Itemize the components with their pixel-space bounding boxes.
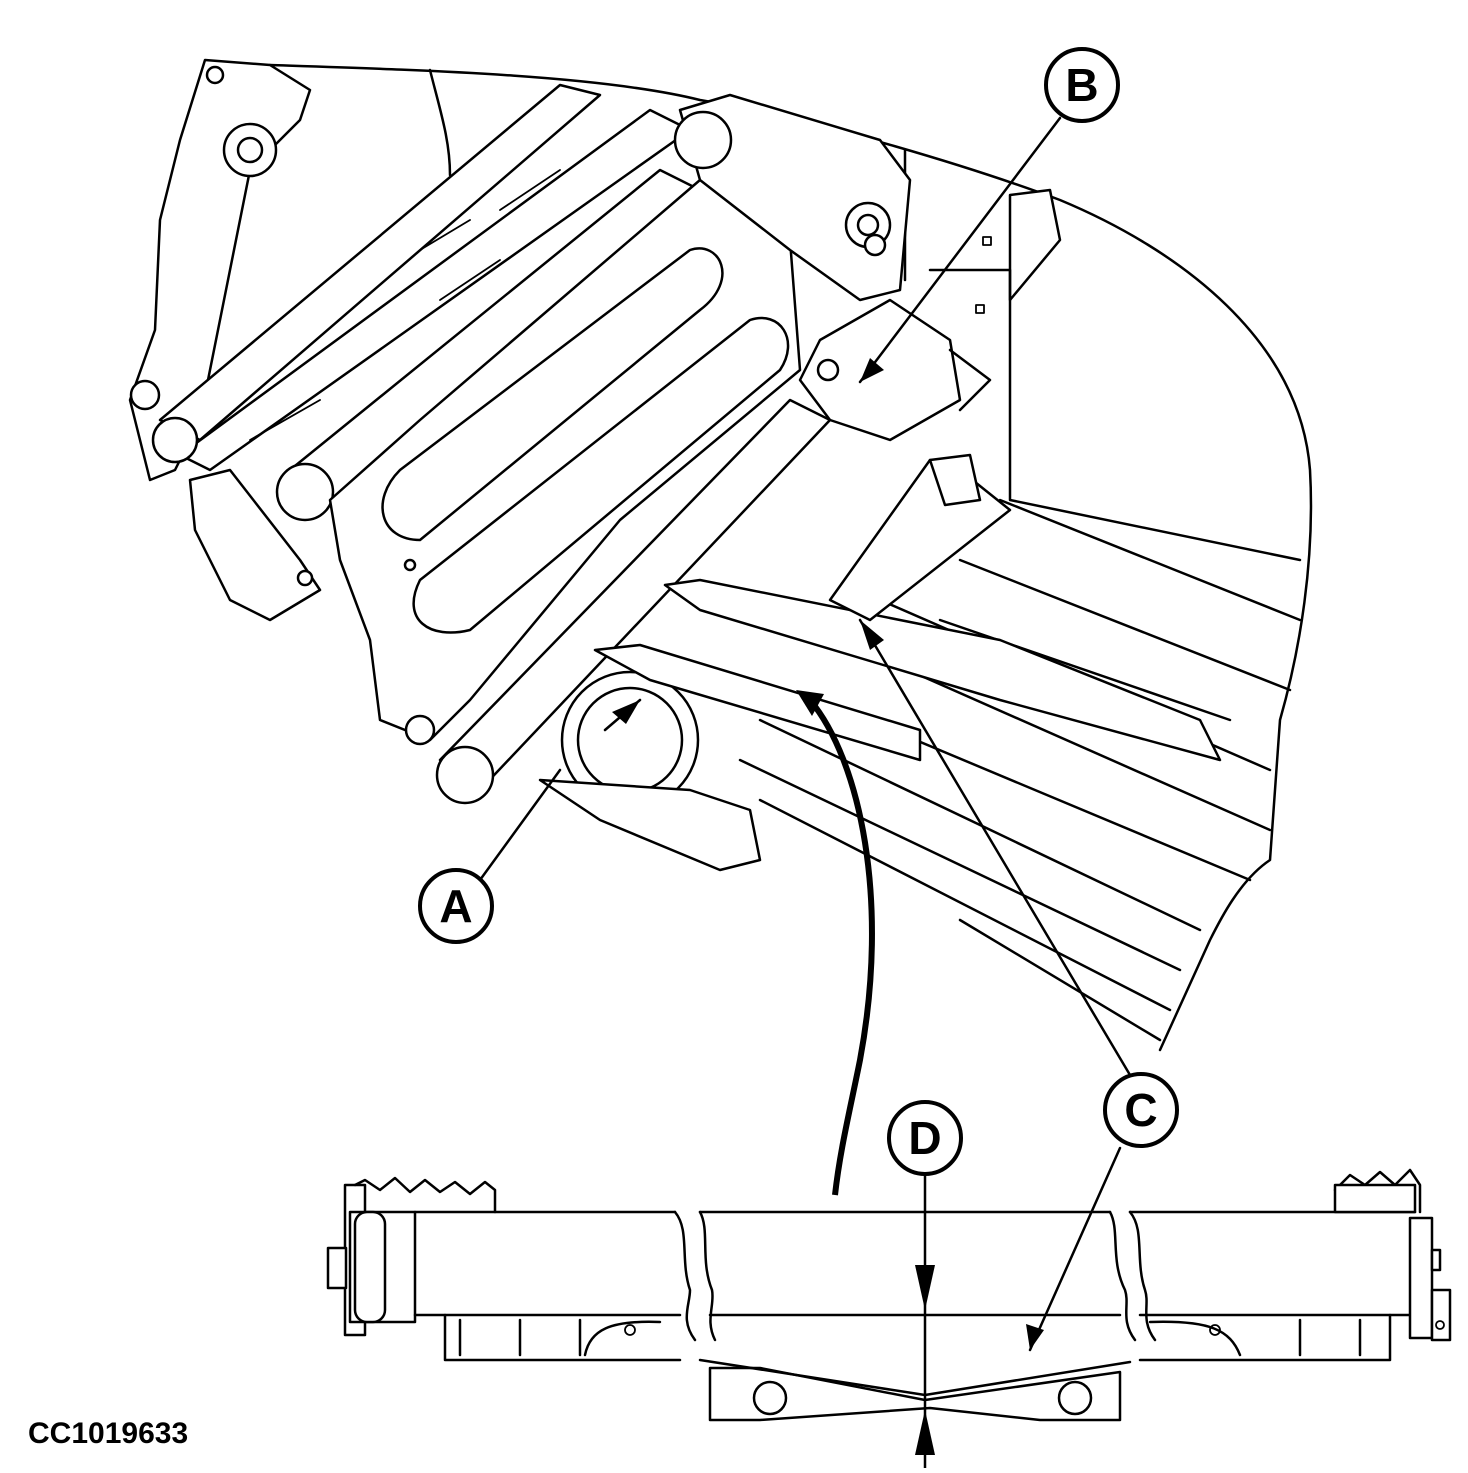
callout-a: A (418, 868, 494, 944)
callout-c: C (1103, 1072, 1179, 1148)
upper-frame-assembly (128, 58, 1313, 1052)
leader-lines (478, 116, 1132, 1352)
callout-b: B (1044, 47, 1120, 123)
figure-id: CC1019633 (28, 1417, 188, 1450)
callout-b-label: B (1065, 59, 1098, 111)
view-transition-arrow (807, 698, 875, 1196)
callout-a-label: A (439, 880, 472, 932)
lower-detail-view (326, 1168, 1452, 1470)
callout-d-label: D (908, 1112, 941, 1164)
callout-d: D (887, 1100, 963, 1176)
view-transition-arrowhead (796, 690, 824, 716)
callout-c-label: C (1124, 1084, 1157, 1136)
